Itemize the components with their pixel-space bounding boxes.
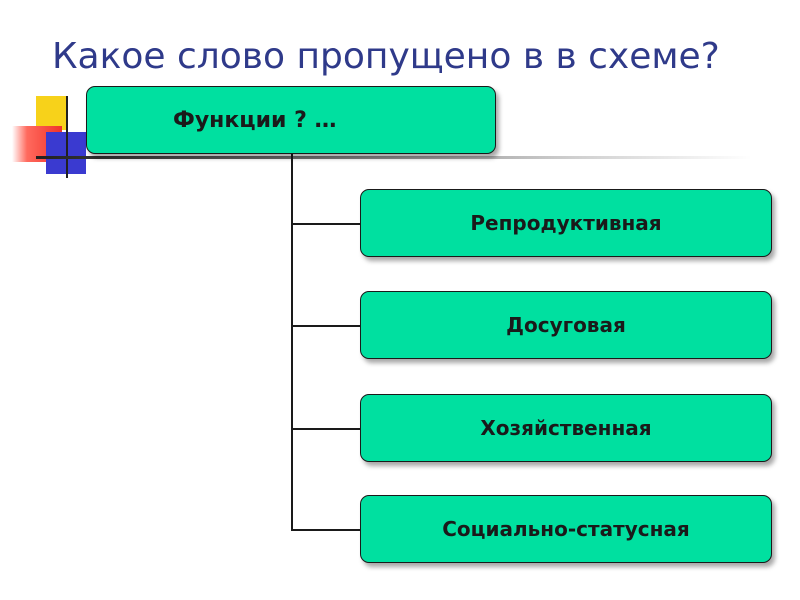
root-node-label: Функции ? … <box>173 107 337 133</box>
connector-branch-4 <box>291 529 361 531</box>
slide-title: Какое слово пропущено в в схеме? <box>52 36 720 77</box>
connector-trunk <box>291 154 293 530</box>
decor-yellow-square <box>36 96 66 130</box>
decor-horizontal-rule <box>36 156 752 159</box>
node-leisure: Досуговая <box>360 291 772 359</box>
connector-branch-1 <box>291 223 361 225</box>
node-economic: Хозяйственная <box>360 394 772 462</box>
node-label: Репродуктивная <box>470 211 662 235</box>
connector-branch-3 <box>291 428 361 430</box>
node-label: Социально-статусная <box>442 517 690 541</box>
node-label: Хозяйственная <box>480 416 652 440</box>
node-social-status: Социально-статусная <box>360 495 772 563</box>
root-node: Функции ? … <box>86 86 496 154</box>
connector-branch-2 <box>291 325 361 327</box>
decor-vertical-line <box>66 96 68 178</box>
node-reproductive: Репродуктивная <box>360 189 772 257</box>
node-label: Досуговая <box>506 313 626 337</box>
